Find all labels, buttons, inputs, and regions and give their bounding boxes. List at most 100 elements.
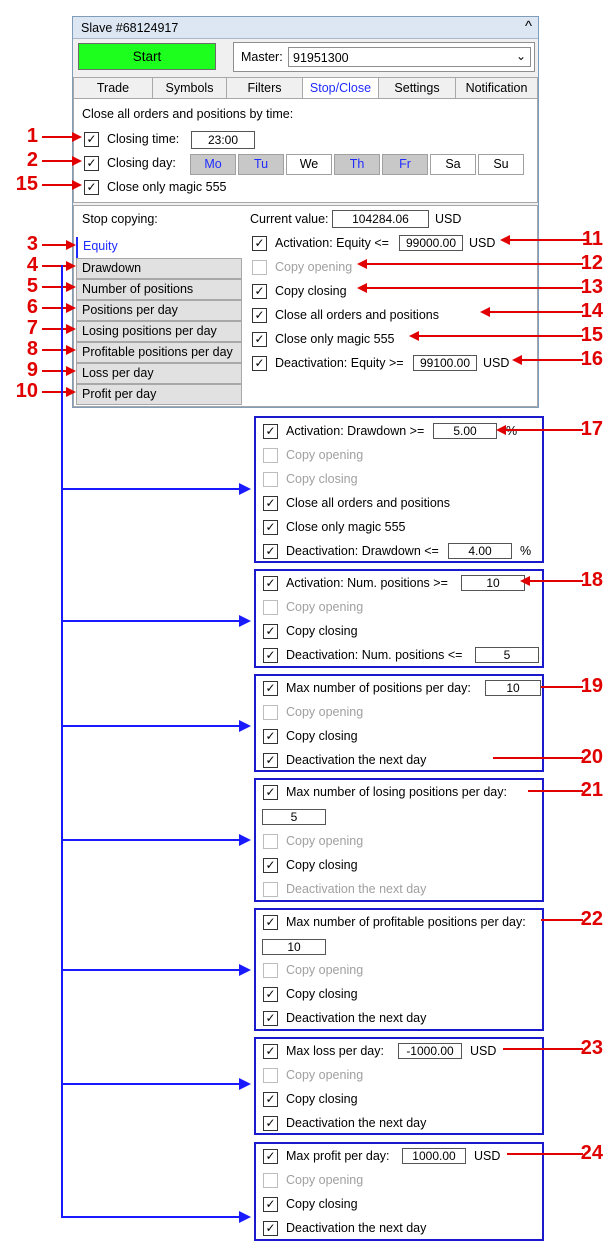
lpd-max-input[interactable]: 5 bbox=[262, 809, 326, 825]
drawdown-copy-opening-label: Copy opening bbox=[286, 448, 364, 462]
connector-branch bbox=[61, 488, 241, 490]
loss-per-day-panel: ✓ Max loss per day: -1000.00 USD Copy op… bbox=[254, 1037, 544, 1135]
tab-settings[interactable]: Settings bbox=[378, 77, 456, 99]
drawdown-copy-opening-checkbox[interactable] bbox=[263, 448, 278, 463]
closing-day-checkbox[interactable]: ✓ bbox=[84, 156, 99, 171]
lpd-max-checkbox[interactable]: ✓ bbox=[263, 785, 278, 800]
numpos-deactivation-input[interactable]: 5 bbox=[475, 647, 539, 663]
positions-per-day-panel: ✓ Max number of positions per day: 10 Co… bbox=[254, 674, 544, 772]
lpd-deact-checkbox[interactable] bbox=[263, 882, 278, 897]
ppd-copy-opening-checkbox[interactable] bbox=[263, 705, 278, 720]
day-sa[interactable]: Sa bbox=[430, 154, 476, 175]
tab-symbols[interactable]: Symbols bbox=[152, 77, 227, 99]
sidebar-item-equity[interactable]: Equity bbox=[76, 237, 242, 258]
equity-close-magic-checkbox[interactable]: ✓ bbox=[252, 332, 267, 347]
callout-line bbox=[520, 359, 583, 361]
numpos-copy-opening-checkbox[interactable] bbox=[263, 600, 278, 615]
callout-12: 12 bbox=[580, 252, 603, 274]
tab-filters[interactable]: Filters bbox=[226, 77, 303, 99]
callout-9: 9 bbox=[26, 359, 38, 381]
drawdown-activation-checkbox[interactable]: ✓ bbox=[263, 424, 278, 439]
profd-max-checkbox[interactable]: ✓ bbox=[263, 1149, 278, 1164]
drawdown-deactivation-checkbox[interactable]: ✓ bbox=[263, 544, 278, 559]
tab-stop-close[interactable]: Stop/Close bbox=[302, 77, 379, 99]
master-select[interactable]: 91951300 ⌄ bbox=[288, 47, 531, 67]
lossd-max-input[interactable]: -1000.00 bbox=[398, 1043, 462, 1059]
profd-copy-opening-checkbox[interactable] bbox=[263, 1173, 278, 1188]
ppd-copy-closing-checkbox[interactable]: ✓ bbox=[263, 729, 278, 744]
equity-copy-opening-checkbox[interactable] bbox=[252, 260, 267, 275]
lossd-deact-checkbox[interactable]: ✓ bbox=[263, 1116, 278, 1131]
day-fr[interactable]: Fr bbox=[382, 154, 428, 175]
pfpd-max-input[interactable]: 10 bbox=[262, 939, 326, 955]
close-magic-checkbox[interactable]: ✓ bbox=[84, 180, 99, 195]
day-th[interactable]: Th bbox=[334, 154, 380, 175]
sidebar-item-losing-positions-per-day[interactable]: Losing positions per day bbox=[76, 321, 242, 342]
lossd-copy-closing-checkbox[interactable]: ✓ bbox=[263, 1092, 278, 1107]
drawdown-close-all-checkbox[interactable]: ✓ bbox=[263, 496, 278, 511]
sidebar-item-profitable-positions-per-day[interactable]: Profitable positions per day bbox=[76, 342, 242, 363]
callout-arrow bbox=[72, 132, 82, 142]
equity-copy-closing-checkbox[interactable]: ✓ bbox=[252, 284, 267, 299]
callout-1: 1 bbox=[26, 125, 38, 147]
lpd-copy-opening-checkbox[interactable] bbox=[263, 834, 278, 849]
profd-unit: USD bbox=[474, 1149, 501, 1163]
numpos-deactivation-checkbox[interactable]: ✓ bbox=[263, 648, 278, 663]
equity-activation-input[interactable]: 99000.00 bbox=[399, 235, 463, 251]
callout-arrow bbox=[66, 366, 76, 376]
profd-deact-checkbox[interactable]: ✓ bbox=[263, 1221, 278, 1236]
ppd-max-checkbox[interactable]: ✓ bbox=[263, 681, 278, 696]
callout-16: 16 bbox=[580, 348, 603, 370]
lpd-copy-closing-checkbox[interactable]: ✓ bbox=[263, 858, 278, 873]
day-su[interactable]: Su bbox=[478, 154, 524, 175]
drawdown-activation-input[interactable]: 5.00 bbox=[433, 423, 497, 439]
drawdown-deactivation-input[interactable]: 4.00 bbox=[448, 543, 512, 559]
sidebar-item-positions-per-day[interactable]: Positions per day bbox=[76, 300, 242, 321]
equity-close-all-checkbox[interactable]: ✓ bbox=[252, 308, 267, 323]
numpos-activation-checkbox[interactable]: ✓ bbox=[263, 576, 278, 591]
equity-deactivation-input[interactable]: 99100.00 bbox=[413, 355, 477, 371]
callout-line bbox=[42, 265, 68, 267]
day-tu[interactable]: Tu bbox=[238, 154, 284, 175]
num-positions-panel: ✓ Activation: Num. positions >= 10 Copy … bbox=[254, 569, 544, 668]
closing-time-checkbox[interactable]: ✓ bbox=[84, 132, 99, 147]
pfpd-max-checkbox[interactable]: ✓ bbox=[263, 915, 278, 930]
day-we[interactable]: We bbox=[286, 154, 332, 175]
closing-day-label: Closing day: bbox=[107, 156, 176, 170]
tab-trade[interactable]: Trade bbox=[73, 77, 153, 99]
pfpd-copy-opening-checkbox[interactable] bbox=[263, 963, 278, 978]
profd-copy-closing-label: Copy closing bbox=[286, 1197, 358, 1211]
ppd-deact-checkbox[interactable]: ✓ bbox=[263, 753, 278, 768]
master-label: Master: bbox=[241, 50, 283, 64]
callout-arrow bbox=[66, 282, 76, 292]
callout-arrow bbox=[66, 387, 76, 397]
tab-notification[interactable]: Notification bbox=[455, 77, 538, 99]
closing-time-input[interactable]: 23:00 bbox=[191, 131, 255, 149]
profd-max-input[interactable]: 1000.00 bbox=[402, 1148, 466, 1164]
profd-copy-closing-checkbox[interactable]: ✓ bbox=[263, 1197, 278, 1212]
lossd-copy-opening-checkbox[interactable] bbox=[263, 1068, 278, 1083]
connector-arrow bbox=[239, 964, 251, 976]
slave-window: Slave #68124917 ^ Start Master: 91951300… bbox=[72, 16, 539, 408]
sidebar-item-profit-per-day[interactable]: Profit per day bbox=[76, 384, 242, 405]
pfpd-deact-checkbox[interactable]: ✓ bbox=[263, 1011, 278, 1026]
sidebar-item-number-of-positions[interactable]: Number of positions bbox=[76, 279, 242, 300]
ppd-deact-label: Deactivation the next day bbox=[286, 753, 427, 767]
equity-deactivation-checkbox[interactable]: ✓ bbox=[252, 356, 267, 371]
numpos-activation-input[interactable]: 10 bbox=[461, 575, 525, 591]
lossd-max-checkbox[interactable]: ✓ bbox=[263, 1044, 278, 1059]
sidebar-item-drawdown[interactable]: Drawdown bbox=[76, 258, 242, 279]
drawdown-close-magic-checkbox[interactable]: ✓ bbox=[263, 520, 278, 535]
collapse-icon[interactable]: ^ bbox=[524, 18, 532, 35]
sidebar-item-loss-per-day[interactable]: Loss per day bbox=[76, 363, 242, 384]
numpos-copy-closing-checkbox[interactable]: ✓ bbox=[263, 624, 278, 639]
equity-activation-checkbox[interactable]: ✓ bbox=[252, 236, 267, 251]
connector-arrow bbox=[239, 720, 251, 732]
pfpd-copy-closing-checkbox[interactable]: ✓ bbox=[263, 987, 278, 1002]
start-button[interactable]: Start bbox=[78, 43, 216, 70]
master-value: 91951300 bbox=[293, 51, 349, 65]
drawdown-copy-closing-checkbox[interactable] bbox=[263, 472, 278, 487]
ppd-max-input[interactable]: 10 bbox=[485, 680, 541, 696]
day-mo[interactable]: Mo bbox=[190, 154, 236, 175]
callout-8: 8 bbox=[26, 338, 38, 360]
